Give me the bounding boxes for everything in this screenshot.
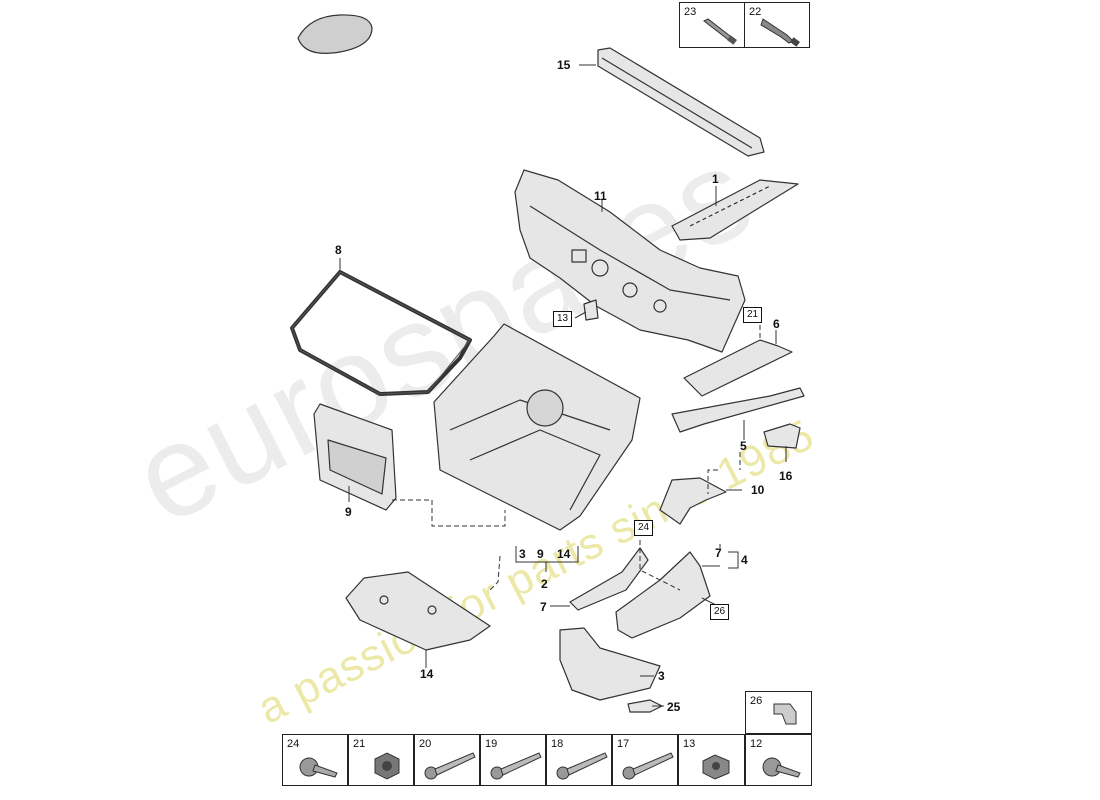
legend-number: 19 <box>485 738 498 750</box>
callout-7-lower: 7 <box>540 600 547 614</box>
flange-nut-icon <box>702 754 730 780</box>
legend-number: 20 <box>419 738 432 750</box>
callout-11: 11 <box>594 189 607 203</box>
callout-21: 21 <box>743 307 763 323</box>
legend-cell-26: 26 <box>745 691 812 734</box>
legend-number: 21 <box>353 738 366 750</box>
callout-10: 10 <box>751 483 765 497</box>
adhesive-tube-icon <box>760 18 800 47</box>
callout-8: 8 <box>335 243 342 257</box>
legend-cell-19: 19 <box>480 734 546 786</box>
legend-number: 17 <box>617 738 630 750</box>
part-16-bracket <box>763 423 801 449</box>
flange-bolt-icon <box>762 757 801 778</box>
part-11-bulkhead <box>514 169 746 353</box>
legend-cell-12: 12 <box>745 734 812 786</box>
callout-1: 1 <box>712 172 719 186</box>
legend-number: 24 <box>287 738 300 750</box>
stud-bolt-icon <box>622 752 674 780</box>
legend-cell-17: 17 <box>612 734 678 786</box>
part-6-rail <box>683 339 793 397</box>
vehicle-silhouette-icon <box>297 14 373 54</box>
part-14-floor-plate <box>345 571 491 651</box>
sealant-nozzle-icon <box>703 18 737 45</box>
callout-9-group: 9 <box>537 547 544 561</box>
legend-number: 13 <box>683 738 696 750</box>
legend-number: 23 <box>684 6 697 18</box>
callout-3-lower: 3 <box>658 669 665 683</box>
callout-25: 25 <box>667 700 681 714</box>
part-8-frame <box>290 270 472 396</box>
stud-bolt-icon <box>556 752 608 780</box>
legend-cell-21: 21 <box>348 734 414 786</box>
callout-7: 7 <box>715 546 722 560</box>
callout-24: 24 <box>634 520 654 536</box>
callout-5: 5 <box>740 439 747 453</box>
legend-cell-20: 20 <box>414 734 480 786</box>
legend-number: 26 <box>750 695 763 707</box>
part-4-member <box>615 551 711 639</box>
callout-14-group: 14 <box>557 547 571 561</box>
legend-cell-24: 24 <box>282 734 348 786</box>
legend-number: 18 <box>551 738 564 750</box>
part-3-lower-member <box>559 627 661 701</box>
callout-2: 2 <box>541 577 548 591</box>
callout-16: 16 <box>779 469 793 483</box>
part-25-clip <box>627 699 663 713</box>
flange-bolt-icon <box>299 757 338 778</box>
part-5-rail <box>671 387 805 433</box>
callout-4: 4 <box>741 553 748 567</box>
callout-6: 6 <box>773 317 780 331</box>
part-15-cross-member <box>597 47 765 157</box>
legend-number: 22 <box>749 6 762 18</box>
callout-26: 26 <box>710 604 730 620</box>
legend-cell-13: 13 <box>678 734 745 786</box>
part-7-member-a <box>569 547 649 611</box>
callout-3: 3 <box>519 547 526 561</box>
callout-15: 15 <box>557 58 571 72</box>
part-10-bracket <box>659 477 727 525</box>
stud-bolt-icon <box>424 752 476 780</box>
legend-number: 12 <box>750 738 763 750</box>
hex-nut-icon <box>374 752 400 780</box>
callout-13: 13 <box>553 311 573 327</box>
part-1-panel <box>671 179 799 241</box>
bracket-clip-icon <box>773 703 797 725</box>
part-2-floor-tub <box>433 323 641 531</box>
legend-cell-18: 18 <box>546 734 612 786</box>
legend-cell-22: 22 <box>744 2 810 48</box>
callout-14: 14 <box>420 667 434 681</box>
callout-9: 9 <box>345 505 352 519</box>
stud-bolt-icon <box>490 752 542 780</box>
legend-cell-23: 23 <box>679 2 745 48</box>
